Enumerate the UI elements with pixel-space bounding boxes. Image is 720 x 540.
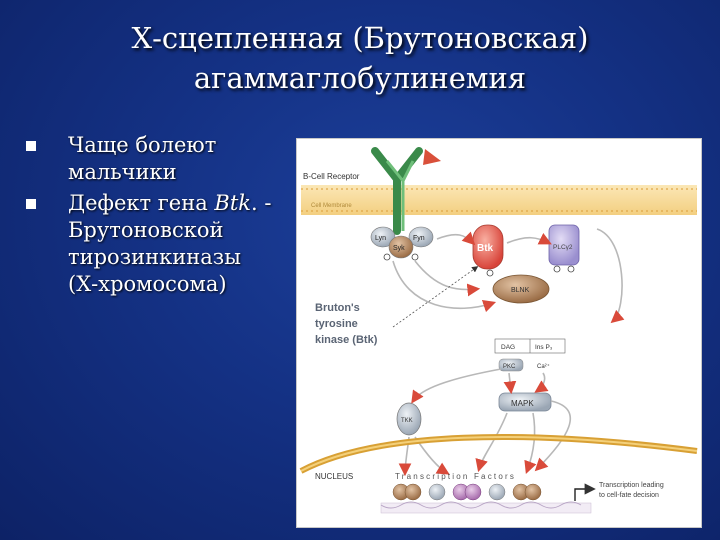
bullet-text: . - [251, 191, 272, 215]
bullet-text: Дефект гена [68, 191, 215, 215]
transcription-start-arrow-icon [574, 483, 596, 501]
bullet-text: (Х-хромосома) [68, 272, 227, 296]
mapk-protein: MAPK [498, 392, 552, 412]
btk-callout: Bruton's tyrosine kinase (Btk) [315, 266, 479, 346]
lyn-label: Lyn [375, 235, 386, 242]
blnk-label: BLNK [511, 287, 530, 294]
gene-name: Btk [214, 191, 252, 215]
btk-signaling-diagram: Cell Membrane B-Cell Receptor Lyn Fyn Sy… [296, 138, 702, 528]
lyn-fyn-syk-complex: Lyn Fyn Syk [370, 226, 434, 261]
bullet-text: мальчики [68, 160, 177, 184]
second-messenger-box: DAG Ins P₃ [494, 338, 566, 354]
square-bullet-icon [26, 199, 36, 209]
transcription-factors-label: Transcription Factors [395, 472, 516, 481]
plcg2-protein: PLCγ2 [548, 224, 580, 273]
tkk-protein: TKK [396, 402, 422, 436]
bullet-text: тирозинкиназы [68, 245, 241, 269]
btk-label: Btk [477, 243, 494, 254]
ca-label: Ca²⁺ [537, 363, 550, 370]
membrane-label: Cell Membrane [311, 203, 352, 209]
b-cell-receptor: B-Cell Receptor [303, 147, 441, 235]
bullet-text: Брутоновской [68, 218, 224, 242]
pkc-label: PKC [503, 364, 516, 370]
nuclear-membrane: NUCLEUS [299, 434, 698, 481]
bcr-label: B-Cell Receptor [303, 172, 360, 181]
slide-title-line-2: агаммаглобулинемия [193, 61, 527, 95]
bullet-list: Чаще болеют мальчики Дефект гена Btk. - … [26, 132, 296, 302]
antigen-icon [423, 149, 441, 165]
nucleus-label: NUCLEUS [315, 472, 353, 481]
brutons-label-1: Bruton's [315, 302, 360, 314]
slide-title: Х-сцепленная (Брутоновская) агаммаглобул… [40, 18, 680, 98]
bullet-item-boys: Чаще болеют мальчики [26, 132, 296, 186]
transcription-note-1: Transcription leading [599, 482, 664, 489]
transcription-factor-spheres [392, 483, 542, 501]
square-bullet-icon [26, 141, 36, 151]
fyn-label: Fyn [413, 235, 425, 242]
plcg2-label: PLCγ2 [553, 244, 573, 251]
middle-signal-arrows [398, 368, 572, 477]
upper-signal-arrows [392, 228, 625, 324]
blnk-protein: BLNK [492, 274, 550, 304]
slide-title-line-1: Х-сцепленная (Брутоновская) [131, 21, 589, 55]
bullet-item-btk-defect: Дефект гена Btk. - Брутоновской тирозинк… [26, 190, 296, 298]
pathway-svg: Cell Membrane B-Cell Receptor Lyn Fyn Sy… [299, 147, 698, 514]
insp3-label: Ins P₃ [535, 344, 553, 351]
pkc-ca-row: PKC Ca²⁺ [498, 358, 550, 372]
mapk-label: MAPK [511, 399, 534, 408]
dna-strand [380, 483, 596, 514]
bullet-text: Чаще болеют [68, 133, 217, 157]
dag-label: DAG [501, 344, 515, 351]
btk-protein: Btk [472, 224, 504, 277]
tkk-label: TKK [401, 418, 413, 424]
syk-label: Syk [393, 245, 405, 252]
brutons-label-2: tyrosine [315, 318, 358, 330]
transcription-note-2: to cell-fate decision [599, 492, 659, 499]
cell-membrane: Cell Membrane [301, 185, 697, 215]
brutons-label-3: kinase (Btk) [315, 334, 378, 346]
